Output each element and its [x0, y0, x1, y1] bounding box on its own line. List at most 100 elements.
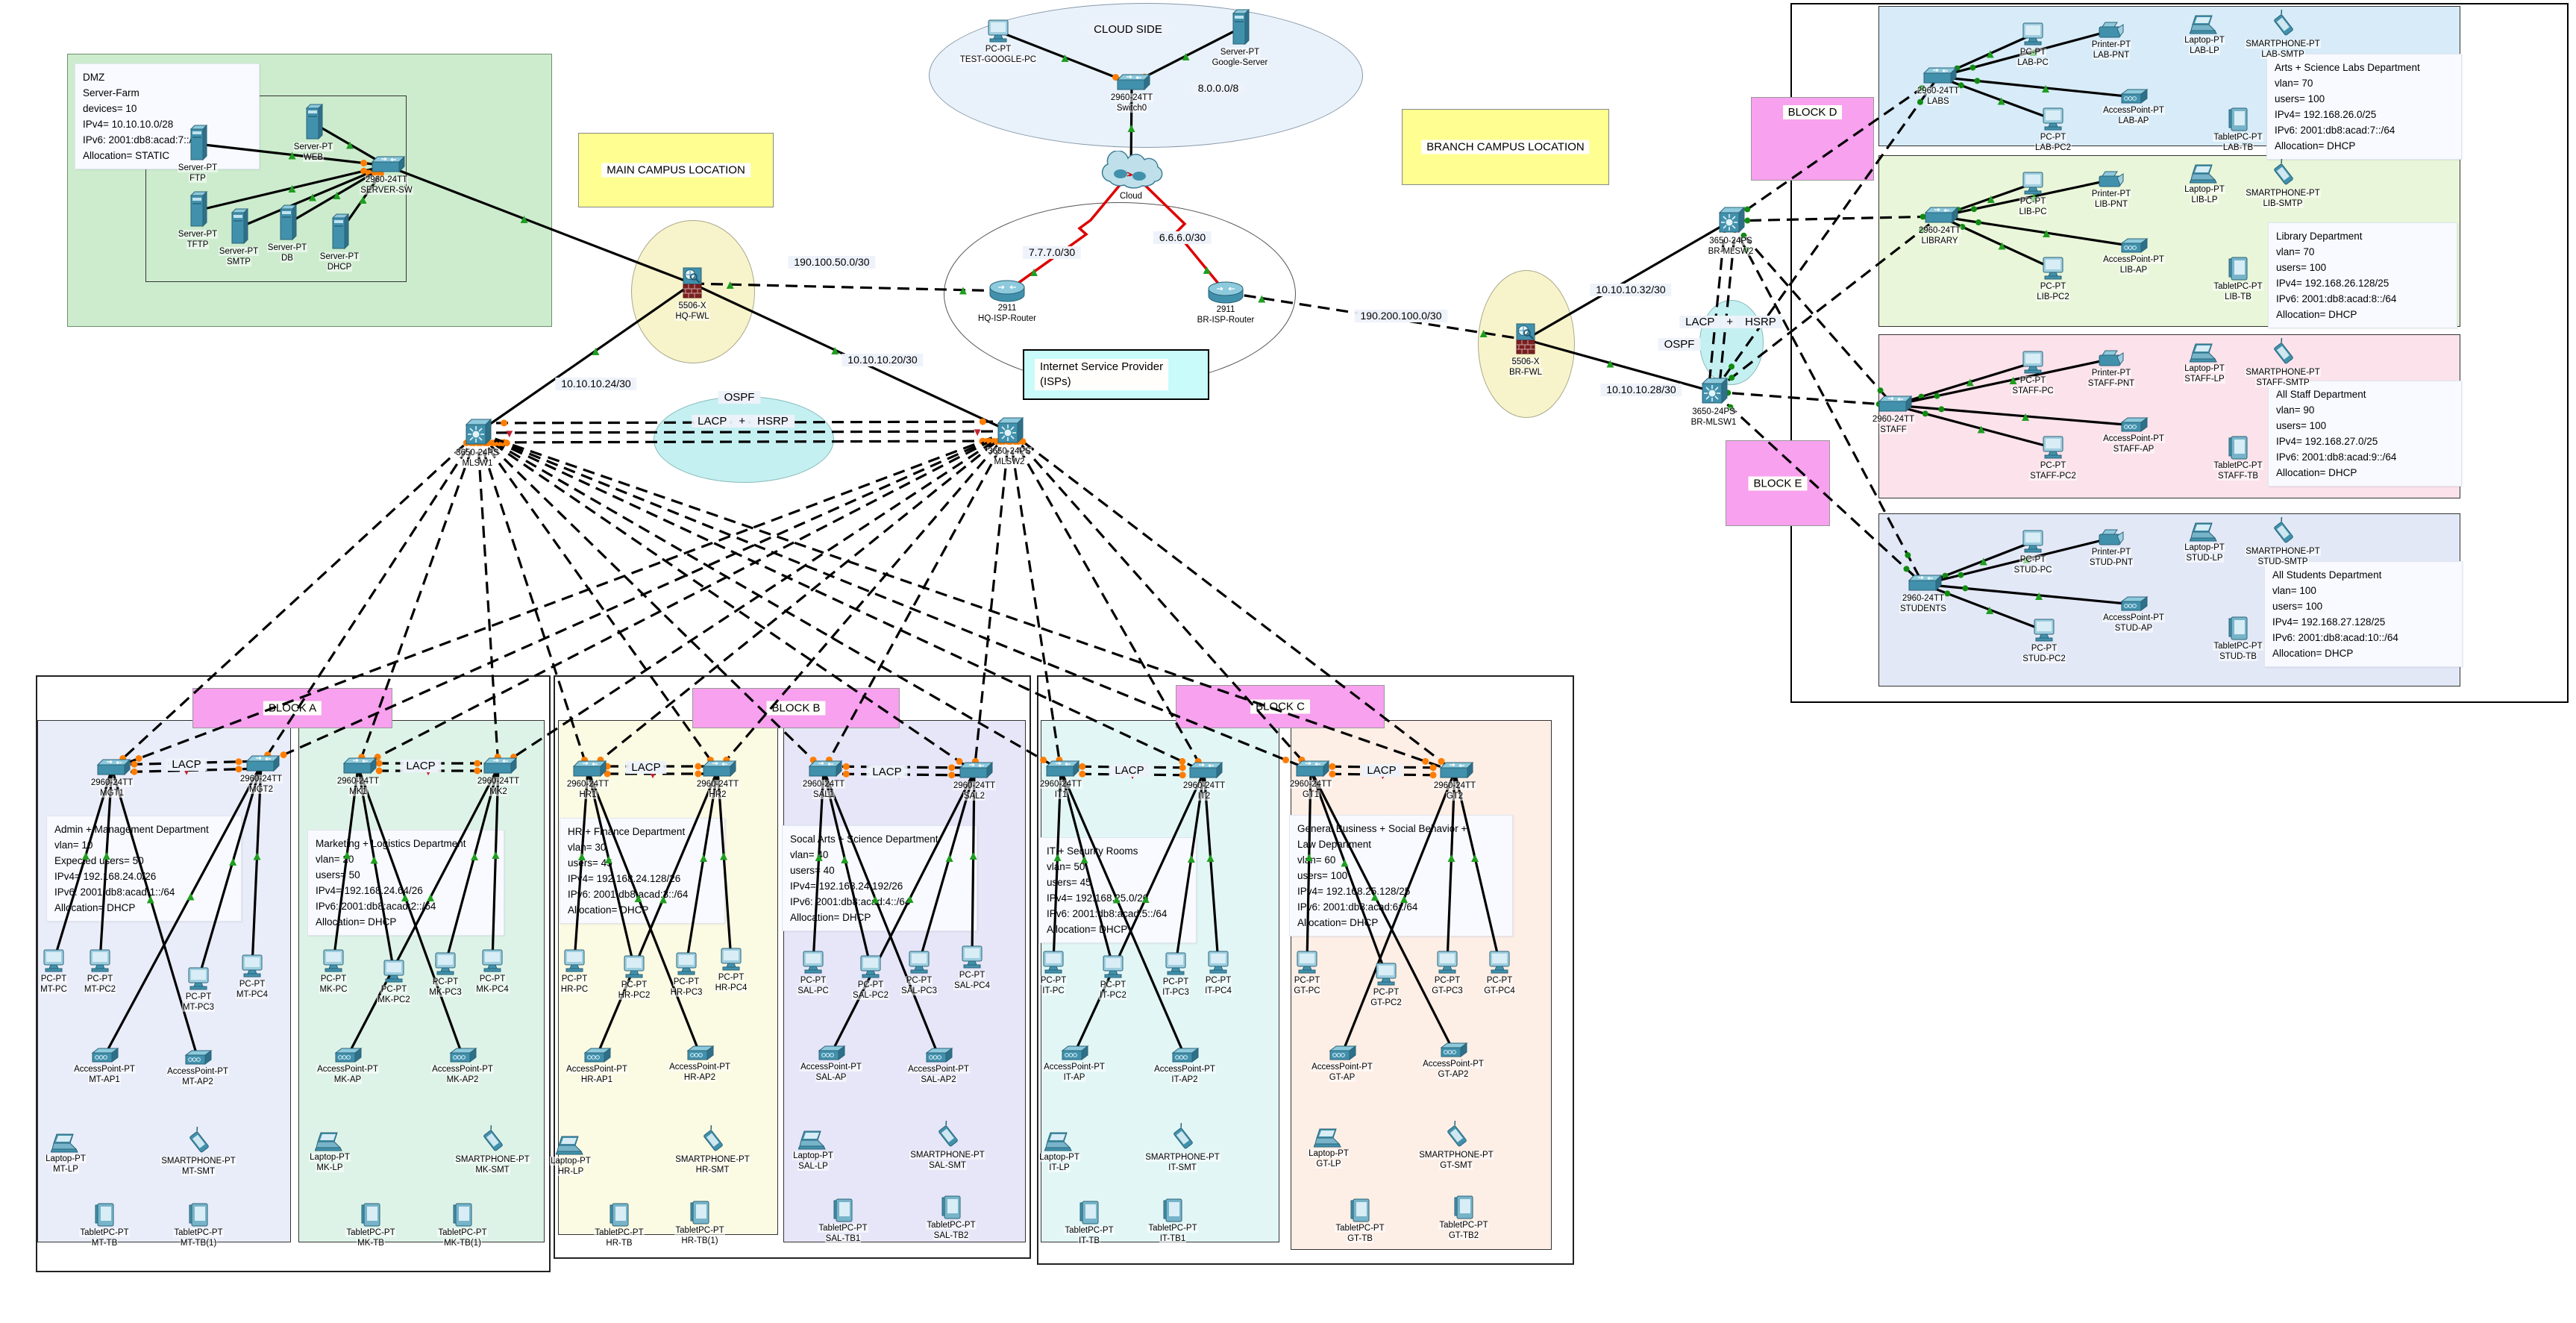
device-lib-tb[interactable]	[2227, 255, 2249, 282]
device-stud-sw[interactable]	[1905, 574, 1943, 594]
device-sal-lp[interactable]	[797, 1130, 828, 1151]
device-cloud[interactable]	[1095, 150, 1167, 193]
device-mgt1[interactable]	[93, 758, 131, 778]
device-mk-tb1[interactable]	[451, 1201, 474, 1228]
device-sal-pc4[interactable]	[959, 945, 985, 970]
device-it-ap[interactable]	[1059, 1045, 1089, 1063]
device-it-pc3[interactable]	[1163, 951, 1188, 977]
device-sal-smt[interactable]	[935, 1118, 960, 1151]
device-smtp[interactable]	[229, 207, 249, 247]
device-lab-ap[interactable]	[2119, 88, 2149, 106]
device-mk-tb[interactable]	[360, 1201, 382, 1228]
device-it-pc[interactable]	[1041, 950, 1066, 975]
device-dhcp[interactable]	[330, 213, 350, 252]
device-hr-tb[interactable]	[608, 1201, 630, 1228]
device-sal1[interactable]	[805, 760, 843, 780]
device-stud-ap[interactable]	[2119, 595, 2149, 613]
device-staff-pnt[interactable]	[2098, 349, 2125, 369]
device-gt-lp[interactable]	[1313, 1127, 1344, 1148]
device-sal-tb2[interactable]	[940, 1194, 962, 1221]
device-lab-lp[interactable]	[2189, 14, 2219, 35]
device-mk-ap[interactable]	[333, 1047, 363, 1065]
device-gt-ap2[interactable]	[1438, 1042, 1468, 1060]
device-it-pc2[interactable]	[1100, 954, 1126, 980]
device-hr-pc[interactable]	[562, 948, 587, 974]
device-hr-pc2[interactable]	[621, 954, 647, 980]
device-stud-pc[interactable]	[2020, 529, 2046, 554]
device-mk-smt[interactable]	[480, 1122, 505, 1155]
device-mt-smt[interactable]	[186, 1124, 211, 1157]
device-mt-pc3[interactable]	[186, 966, 211, 992]
device-mt-pc4[interactable]	[239, 954, 265, 979]
device-mk-pc2[interactable]	[381, 959, 407, 984]
device-mk-pc3[interactable]	[433, 951, 458, 977]
device-br-mlsw2[interactable]	[1717, 205, 1746, 237]
device-stud-smtp[interactable]	[2270, 514, 2295, 547]
device-hr2[interactable]	[699, 760, 737, 780]
device-it1[interactable]	[1042, 760, 1080, 780]
device-mt-ap2[interactable]	[183, 1049, 213, 1067]
device-gt-pc4[interactable]	[1487, 950, 1512, 975]
device-mgt2[interactable]	[242, 754, 281, 775]
device-it-ap2[interactable]	[1170, 1047, 1200, 1065]
device-lib-pc2[interactable]	[2040, 256, 2066, 281]
device-sal-ap2[interactable]	[924, 1047, 953, 1065]
device-mlsw2[interactable]	[995, 416, 1024, 447]
device-stud-pnt[interactable]	[2098, 528, 2125, 548]
device-gt-smt[interactable]	[1444, 1118, 1469, 1151]
device-mlsw1[interactable]	[463, 417, 492, 448]
device-stud-pc2[interactable]	[2031, 618, 2057, 643]
device-it-smt[interactable]	[1170, 1120, 1195, 1153]
device-hr-tb1[interactable]	[689, 1199, 711, 1226]
device-br-fwl[interactable]	[1513, 322, 1538, 357]
device-staff-pc[interactable]	[2020, 350, 2046, 375]
device-mt-tb[interactable]	[93, 1201, 116, 1228]
device-hq-isp[interactable]	[988, 278, 1027, 304]
device-staff-ap[interactable]	[2119, 416, 2149, 434]
device-hr-lp[interactable]	[555, 1135, 586, 1156]
device-hr-ap2[interactable]	[685, 1045, 715, 1063]
device-db[interactable]	[278, 204, 298, 243]
device-it-tb1[interactable]	[1162, 1197, 1184, 1224]
device-it-tb[interactable]	[1078, 1199, 1100, 1226]
device-hr-pc3[interactable]	[674, 951, 699, 977]
device-it-lp[interactable]	[1044, 1131, 1074, 1152]
device-lab-smtp[interactable]	[2270, 7, 2295, 40]
device-hr-pc4[interactable]	[718, 947, 744, 972]
device-labs-sw[interactable]	[1920, 66, 1958, 87]
device-gt-ap[interactable]	[1327, 1045, 1357, 1063]
device-lab-pnt[interactable]	[2098, 21, 2125, 40]
device-it2[interactable]	[1185, 761, 1223, 781]
device-stud-tb[interactable]	[2227, 615, 2249, 642]
device-sal-tb1[interactable]	[832, 1197, 854, 1224]
device-ftp[interactable]	[188, 124, 208, 163]
device-lib-lp[interactable]	[2189, 163, 2219, 184]
device-staff-smtp[interactable]	[2270, 335, 2295, 368]
device-br-mlsw1[interactable]	[1699, 376, 1729, 407]
device-sal2[interactable]	[956, 761, 994, 781]
device-it-pc4[interactable]	[1206, 950, 1231, 975]
device-sal-pc2[interactable]	[858, 954, 883, 980]
device-hq-fwl[interactable]	[680, 266, 705, 301]
device-server-sw[interactable]	[368, 155, 406, 175]
device-hr-smt[interactable]	[700, 1122, 725, 1155]
device-mk-pc[interactable]	[321, 948, 346, 974]
device-lab-tb[interactable]	[2227, 106, 2249, 133]
device-gt-pc[interactable]	[1294, 950, 1320, 975]
device-mk1[interactable]	[339, 757, 377, 777]
device-stud-lp[interactable]	[2189, 522, 2219, 542]
device-gt-pc2[interactable]	[1373, 962, 1399, 987]
device-staff-lp[interactable]	[2189, 343, 2219, 363]
device-mk2[interactable]	[480, 757, 518, 777]
device-gt-tb2[interactable]	[1452, 1194, 1475, 1221]
device-hr-ap1[interactable]	[582, 1047, 612, 1065]
device-lib-pc[interactable]	[2020, 171, 2046, 196]
device-lib-pnt[interactable]	[2098, 170, 2125, 190]
device-mt-ap1[interactable]	[90, 1047, 119, 1065]
device-mt-pc[interactable]	[41, 948, 66, 974]
device-br-isp[interactable]	[1206, 280, 1245, 305]
device-mk-pc4[interactable]	[480, 948, 505, 974]
device-hr1[interactable]	[569, 760, 607, 780]
device-mk-ap2[interactable]	[448, 1047, 477, 1065]
device-lib-sw[interactable]	[1921, 206, 1959, 226]
